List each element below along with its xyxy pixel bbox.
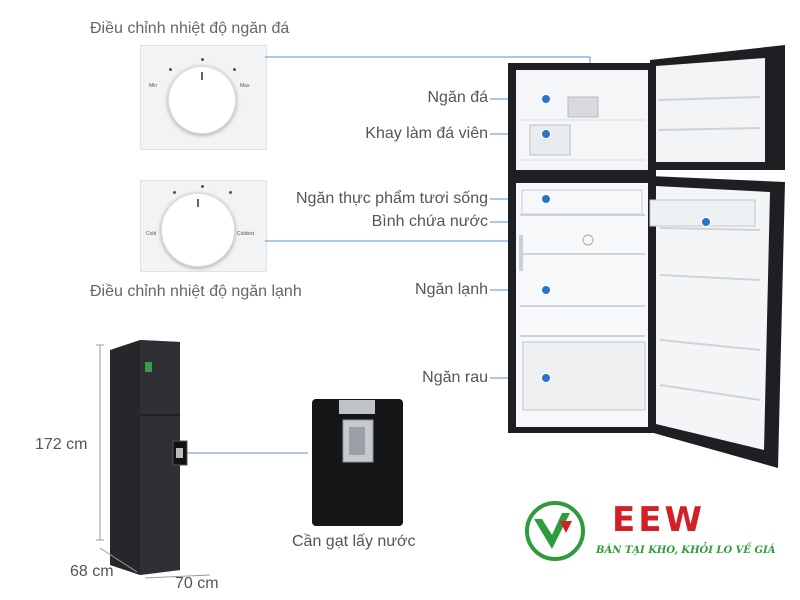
vegetable-marker[interactable] — [542, 374, 550, 382]
ice-tray-marker[interactable] — [542, 130, 550, 138]
dial-tick — [201, 58, 204, 61]
dial-tick — [173, 191, 176, 194]
dial-tick — [201, 185, 204, 188]
freezer-temperature-dial-panel: Min Max — [140, 45, 267, 150]
dial-tick — [229, 191, 232, 194]
dispenser-lever-caption: Cần gạt lấy nước — [292, 533, 416, 550]
fridge-label: Ngăn lạnh — [415, 281, 488, 298]
dial-max-label: Max — [240, 83, 250, 89]
freezer-dial-caption: Điều chỉnh nhiệt độ ngăn đá — [90, 20, 290, 37]
freezer-label: Ngăn đá — [427, 89, 489, 106]
freezer-marker[interactable] — [542, 95, 550, 103]
dial-tick — [233, 68, 236, 71]
fridge-marker[interactable] — [542, 286, 550, 294]
fresh-food-marker[interactable] — [542, 195, 550, 203]
depth-dimension: 68 cm — [70, 563, 114, 580]
ice-tray-label: Khay làm đá viên — [365, 125, 488, 142]
fridge-temperature-knob[interactable] — [161, 193, 235, 267]
fridge-temperature-dial-panel: Cold Coldest — [140, 180, 267, 272]
dial-min-label: Cold — [146, 231, 157, 237]
brand-slogan: BÁN TẠI KHO, KHỎI LO VỀ GIÁ — [596, 545, 776, 556]
water-tank-marker[interactable] — [702, 218, 710, 226]
fridge-dial-caption: Điều chỉnh nhiệt độ ngăn lạnh — [90, 283, 302, 300]
freezer-temperature-knob[interactable] — [168, 66, 236, 134]
width-dimension: 70 cm — [175, 575, 219, 592]
water-tank-label: Bình chứa nước — [371, 213, 488, 230]
dial-min-label: Min — [149, 83, 158, 89]
height-dimension: 172 cm — [35, 436, 88, 453]
brand-logo-icon — [525, 501, 585, 561]
brand-name: EEW — [612, 500, 705, 540]
vegetable-label: Ngăn rau — [422, 369, 488, 386]
dial-max-label: Coldest — [237, 231, 254, 237]
fresh-food-label: Ngăn thực phẩm tươi sống — [295, 190, 488, 207]
dial-tick — [169, 68, 172, 71]
